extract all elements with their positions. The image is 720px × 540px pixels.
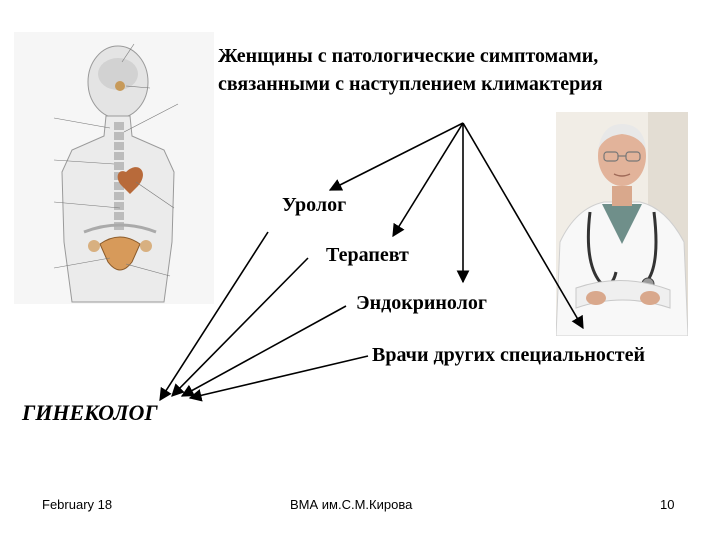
doctor-photo xyxy=(556,112,688,336)
label-therapist: Терапевт xyxy=(326,244,409,266)
arrow-to-other-doctors xyxy=(462,122,584,330)
label-endocrinologist: Эндокринолог xyxy=(356,292,487,314)
title-line-2: связанными с наступлением климактерия xyxy=(218,73,603,95)
arrow-others-to-gyn xyxy=(188,355,369,402)
label-urolog: Уролог xyxy=(282,194,347,216)
doctor-illustration xyxy=(556,112,688,336)
arrow-therapist-to-gyn xyxy=(171,257,309,397)
label-other-doctors: Врачи других специальностей xyxy=(372,344,645,366)
slide-title: Женщины с патологические симптомами, свя… xyxy=(218,42,698,98)
footer-date: February 18 xyxy=(42,497,113,512)
female-body-diagram xyxy=(14,32,214,304)
anatomy-illustration xyxy=(14,32,214,304)
label-gynecologist: ГИНЕКОЛОГ xyxy=(22,400,158,425)
title-line-1: Женщины с патологические симптомами, xyxy=(218,45,599,67)
footer-organization: ВМА им.С.М.Кирова xyxy=(290,497,413,512)
footer-page-number: 10 xyxy=(660,497,675,512)
arrow-to-urolog xyxy=(328,122,464,191)
arrow-endocrinologist-to-gyn xyxy=(180,305,347,397)
arrow-to-therapist xyxy=(392,122,464,238)
arrow-urolog-to-gyn xyxy=(159,231,269,402)
